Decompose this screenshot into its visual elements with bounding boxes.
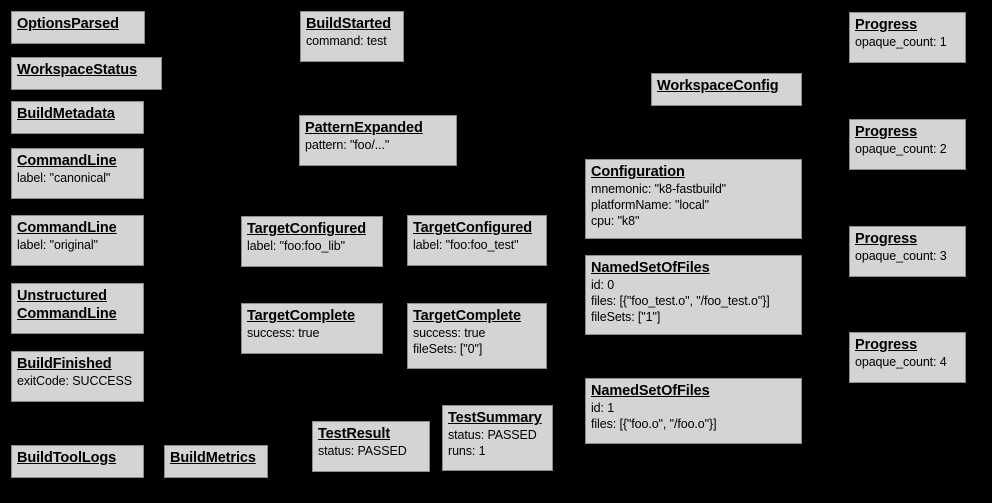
node-fields: label: "canonical"	[17, 170, 138, 186]
node-field: opaque_count: 2	[855, 142, 947, 156]
node-title: NamedSetOfFiles	[591, 260, 710, 276]
node-title: BuildMetadata	[17, 106, 115, 122]
node-title: BuildMetrics	[170, 450, 256, 466]
node-command-line-original[interactable]: CommandLine label: "original"	[11, 215, 144, 266]
node-fields: status: PASSED	[318, 443, 424, 459]
node-workspace-status[interactable]: WorkspaceStatus	[11, 57, 162, 90]
node-field: opaque_count: 3	[855, 249, 947, 263]
node-field: runs: 1	[448, 444, 486, 458]
node-fields: id: 0 files: [{"foo_test.o", "/foo_test.o…	[591, 277, 796, 325]
node-fields: opaque_count: 4	[855, 354, 960, 370]
node-fields: status: PASSED runs: 1	[448, 427, 547, 459]
node-title: Progress	[855, 337, 918, 353]
node-fields: command: test	[306, 33, 398, 49]
node-title: BuildToolLogs	[17, 450, 117, 466]
node-test-result[interactable]: TestResult status: PASSED	[312, 421, 430, 472]
node-field: opaque_count: 4	[855, 355, 947, 369]
node-field: fileSets: ["0"]	[413, 342, 483, 356]
node-progress-4[interactable]: Progress opaque_count: 4	[849, 332, 966, 383]
node-fields: mnemonic: "k8-fastbuild" platformName: "l…	[591, 181, 796, 229]
node-title: TestSummary	[448, 410, 542, 426]
node-field: status: PASSED	[318, 444, 407, 458]
node-field: id: 1	[591, 401, 615, 415]
node-fields: opaque_count: 1	[855, 34, 960, 50]
node-title: OptionsParsed	[17, 16, 119, 32]
node-progress-1[interactable]: Progress opaque_count: 1	[849, 12, 966, 63]
node-field: label: "foo:foo_lib"	[247, 239, 345, 253]
node-pattern-expanded[interactable]: PatternExpanded pattern: "foo/..."	[299, 115, 457, 166]
node-configuration[interactable]: Configuration mnemonic: "k8-fastbuild" pla…	[585, 159, 802, 239]
node-fields: label: "foo:foo_lib"	[247, 238, 377, 254]
node-build-tool-logs[interactable]: BuildToolLogs	[11, 445, 144, 478]
node-fields: opaque_count: 3	[855, 248, 960, 264]
node-field: opaque_count: 1	[855, 35, 947, 49]
node-progress-3[interactable]: Progress opaque_count: 3	[849, 226, 966, 277]
node-fields: id: 1 files: [{"foo.o", "/foo.o"}]	[591, 400, 796, 432]
node-field: exitCode: SUCCESS	[17, 374, 133, 388]
node-options-parsed[interactable]: OptionsParsed	[11, 11, 145, 44]
node-fields: success: true fileSets: ["0"]	[413, 325, 541, 357]
node-title: BuildFinished	[17, 356, 112, 372]
node-fields: pattern: "foo/..."	[305, 137, 451, 153]
node-field: mnemonic: "k8-fastbuild"	[591, 182, 727, 196]
node-target-complete-test[interactable]: TargetComplete success: true fileSets: ["0…	[407, 303, 547, 369]
node-fields: label: "foo:foo_test"	[413, 237, 541, 253]
node-title: CommandLine	[17, 220, 117, 236]
node-title: Progress	[855, 124, 918, 140]
node-build-metadata[interactable]: BuildMetadata	[11, 101, 144, 134]
node-title: TargetComplete	[413, 308, 521, 324]
node-title: WorkspaceConfig	[657, 78, 779, 94]
node-title: TestResult	[318, 426, 391, 442]
node-field: platformName: "local"	[591, 198, 709, 212]
node-target-configured-test[interactable]: TargetConfigured label: "foo:foo_test"	[407, 215, 547, 266]
node-field: id: 0	[591, 278, 615, 292]
node-named-set-of-files-1[interactable]: NamedSetOfFiles id: 1 files: [{"foo.o", "/…	[585, 378, 802, 444]
node-field: fileSets: ["1"]	[591, 310, 661, 324]
node-field: command: test	[306, 34, 387, 48]
node-field: status: PASSED	[448, 428, 537, 442]
node-fields: opaque_count: 2	[855, 141, 960, 157]
node-title: Configuration	[591, 164, 685, 180]
node-title: CommandLine	[17, 153, 117, 169]
node-field: files: [{"foo.o", "/foo.o"}]	[591, 417, 717, 431]
node-fields: exitCode: SUCCESS	[17, 373, 138, 389]
node-title: TargetConfigured	[413, 220, 532, 236]
node-field: label: "foo:foo_test"	[413, 238, 519, 252]
node-fields: label: "original"	[17, 237, 138, 253]
node-field: label: "canonical"	[17, 171, 111, 185]
node-named-set-of-files-0[interactable]: NamedSetOfFiles id: 0 files: [{"foo_test.o…	[585, 255, 802, 335]
node-workspace-config[interactable]: WorkspaceConfig	[651, 73, 802, 106]
node-field: success: true	[413, 326, 486, 340]
node-field: success: true	[247, 326, 320, 340]
node-target-complete-lib[interactable]: TargetComplete success: true	[241, 303, 383, 354]
node-progress-2[interactable]: Progress opaque_count: 2	[849, 119, 966, 170]
node-build-started[interactable]: BuildStarted command: test	[300, 11, 404, 62]
node-field: files: [{"foo_test.o", "/foo_test.o"}]	[591, 294, 770, 308]
node-field: pattern: "foo/..."	[305, 138, 390, 152]
node-test-summary[interactable]: TestSummary status: PASSED runs: 1	[442, 405, 553, 471]
node-title: PatternExpanded	[305, 120, 423, 136]
node-command-line-canonical[interactable]: CommandLine label: "canonical"	[11, 148, 144, 199]
node-build-finished[interactable]: BuildFinished exitCode: SUCCESS	[11, 351, 144, 402]
node-title: Progress	[855, 231, 918, 247]
node-title: NamedSetOfFiles	[591, 383, 710, 399]
node-title: WorkspaceStatus	[17, 62, 137, 78]
node-title: TargetComplete	[247, 308, 355, 324]
node-fields: success: true	[247, 325, 377, 341]
node-field: cpu: "k8"	[591, 214, 640, 228]
node-unstructured-command-line[interactable]: Unstructured CommandLine	[11, 283, 144, 334]
node-target-configured-lib[interactable]: TargetConfigured label: "foo:foo_lib"	[241, 216, 383, 267]
node-title: TargetConfigured	[247, 221, 366, 237]
node-build-metrics[interactable]: BuildMetrics	[164, 445, 268, 478]
node-title: Unstructured CommandLine	[17, 288, 117, 322]
node-title: BuildStarted	[306, 16, 392, 32]
node-field: label: "original"	[17, 238, 98, 252]
node-title: Progress	[855, 17, 918, 33]
